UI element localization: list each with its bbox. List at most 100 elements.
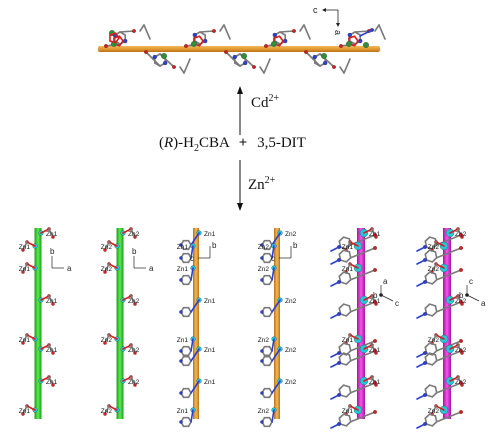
atom (152, 54, 157, 60)
zinc-label: Zn2 (101, 408, 113, 415)
zinc-label: Zn1 (19, 408, 31, 415)
ligand-bond (187, 257, 192, 264)
ligand-bond (187, 350, 192, 357)
atom (260, 243, 264, 247)
ligand-bond (428, 342, 437, 346)
ligand-bond (428, 384, 437, 388)
ligand-bond (349, 382, 376, 394)
atom (161, 53, 167, 59)
atom (423, 312, 427, 316)
zinc-label: Zn2 (128, 379, 140, 386)
ligand-bond (348, 305, 352, 313)
ligand-bond (424, 249, 431, 256)
ligand-bond (435, 269, 462, 281)
atom (132, 29, 136, 33)
atom (423, 422, 427, 426)
ligand-bond (299, 24, 305, 32)
axis-line (380, 294, 394, 302)
ligand-bond (263, 58, 271, 74)
atom (423, 361, 427, 365)
ligand-bond (338, 271, 345, 278)
ligand-bond (199, 30, 215, 33)
zinc-label: Zn1 (177, 408, 189, 415)
zinc-label: Zn2 (101, 337, 113, 344)
atom (179, 256, 183, 260)
ligand-bond (431, 278, 438, 285)
ligand-bond (278, 35, 284, 42)
ligand-bond (268, 360, 273, 367)
ligand-bond (183, 58, 191, 74)
zinc-label: Zn1 (342, 337, 354, 344)
ligand-bond (187, 392, 192, 399)
zinc-label: Zn1 (204, 231, 216, 238)
atom (252, 65, 256, 69)
atom (260, 391, 264, 395)
ligand-bond (198, 40, 204, 47)
top-axes-indicator: c a (313, 5, 343, 35)
atom (321, 53, 327, 59)
cd-chain-structure (98, 24, 386, 74)
atom (337, 258, 341, 262)
atom (104, 44, 108, 48)
ligand-bond (374, 24, 380, 32)
ligand-bond (339, 394, 348, 398)
ligand-bond (118, 40, 124, 47)
atom (304, 50, 308, 54)
atom (332, 65, 336, 69)
ligand-bond (425, 362, 434, 366)
ligand-bond (114, 37, 120, 44)
ligand-bond (345, 310, 352, 317)
atom (292, 29, 296, 33)
atom (232, 54, 237, 60)
ligand-bond (187, 421, 192, 428)
axes-indicator: bc (271, 241, 298, 263)
zinc-label: Zn1 (19, 337, 31, 344)
axis-label: a (481, 299, 486, 308)
zinc-label: Zn1 (19, 244, 31, 251)
zn-ion-label: Zn2+ (248, 175, 275, 194)
ligand-bond (339, 362, 348, 366)
zinc-label: Zn2 (455, 298, 467, 305)
ligand-bond (343, 58, 351, 74)
atom (260, 310, 264, 314)
ligand-bond (428, 413, 437, 417)
ligand-bond (271, 299, 281, 313)
zinc-label: Zn2 (101, 266, 113, 273)
ligand-bond (187, 311, 192, 318)
zinc-label: Zn2 (428, 266, 440, 273)
zinc-label: Zn1 (342, 266, 354, 273)
zinc-label: Zn2 (285, 298, 297, 305)
atom (172, 65, 176, 69)
axis-label: c (469, 277, 473, 286)
zinc-label: Zn2 (428, 337, 440, 344)
atom (133, 302, 137, 306)
helix-rod (193, 228, 199, 419)
helix-rod (357, 228, 365, 419)
ligand-bond (345, 420, 352, 427)
helix-rod (274, 228, 280, 419)
ligand-bond (342, 271, 351, 275)
ligand-bond (342, 236, 351, 240)
ligand-bond (424, 236, 431, 243)
zinc-label: Zn1 (204, 379, 216, 386)
atom (103, 341, 107, 345)
ligand-bond (259, 66, 265, 74)
atom (224, 50, 228, 54)
zinc-label: Zn2 (258, 266, 270, 273)
ligand-bond (339, 313, 348, 317)
zinc-label: Zn2 (428, 244, 440, 251)
atom (260, 278, 264, 282)
ligand-bond (190, 380, 200, 394)
ligand-bond (425, 423, 434, 427)
ligand-bond (190, 338, 194, 352)
ligand-bond (428, 236, 437, 240)
zn-symbol: Zn (248, 177, 265, 193)
ligand-bond (431, 391, 438, 398)
ligand-bond (359, 29, 373, 37)
zinc-label: Zn2 (428, 408, 440, 415)
zinc-label: Zn1 (204, 347, 216, 354)
ligand-bond (434, 386, 438, 394)
